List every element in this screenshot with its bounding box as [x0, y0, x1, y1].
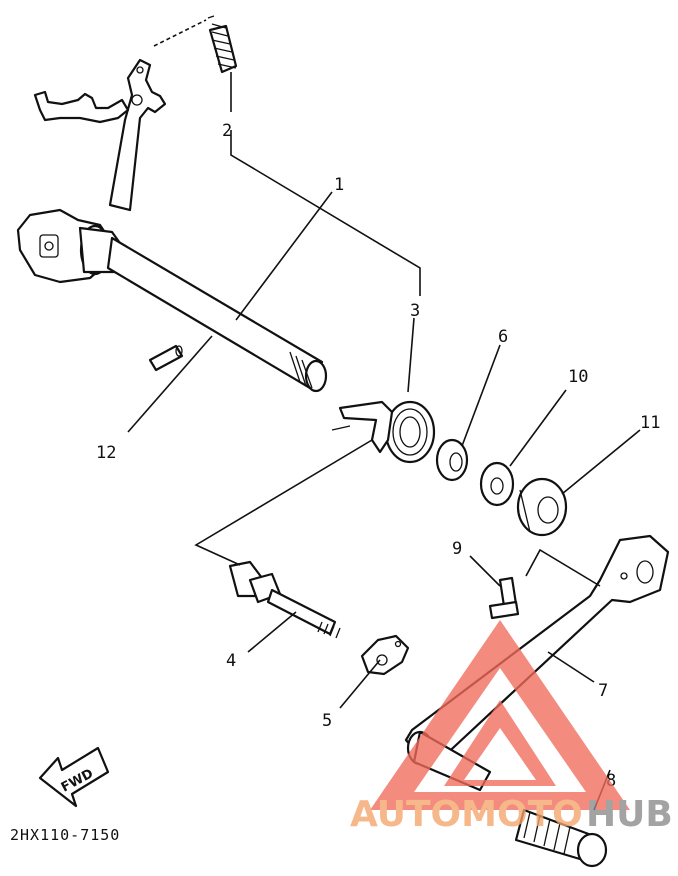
shift-shaft-part-1	[16, 58, 328, 393]
leader-lines	[127, 130, 641, 811]
callout-8: 8	[606, 771, 616, 791]
callout-3: 3	[410, 301, 420, 321]
lock-plate-part-5	[360, 634, 410, 676]
callout-6: 6	[498, 327, 508, 347]
return-spring-part-2	[153, 15, 238, 112]
bushing-part-6	[435, 438, 469, 482]
oil-seal-part-11	[516, 477, 568, 537]
callout-4: 4	[226, 651, 236, 671]
shift-pedal-part-7	[404, 534, 670, 792]
watermark-triangle-icon	[370, 620, 630, 810]
stopper-bolt-part-4	[228, 560, 341, 639]
callout-1: 1	[334, 175, 344, 195]
spring-lever-part-3	[331, 400, 436, 464]
callout-5: 5	[322, 711, 332, 731]
washer-part-10	[479, 461, 515, 507]
callout-7: 7	[598, 681, 608, 701]
pedal-rubber-part-8	[514, 808, 608, 868]
diagram-part-number: 2HX110-7150	[10, 826, 120, 844]
bolt-part-9	[488, 576, 520, 620]
callout-labels: 1 2 3 4 5 6 7 8 9 10 11 12	[96, 121, 660, 791]
callout-9: 9	[452, 539, 462, 559]
callout-2: 2	[222, 121, 232, 141]
fwd-arrow-icon: FWD	[38, 746, 110, 808]
dowel-pin-part-12	[148, 344, 184, 372]
callout-10: 10	[568, 367, 588, 387]
automotohub-watermark-logo: AUTOMOTO HUB	[350, 620, 673, 835]
watermark-text-left: AUTOMOTO	[350, 794, 583, 835]
callout-11: 11	[640, 413, 660, 433]
watermark-text-right: HUB	[586, 794, 673, 835]
callout-12: 12	[96, 443, 116, 463]
